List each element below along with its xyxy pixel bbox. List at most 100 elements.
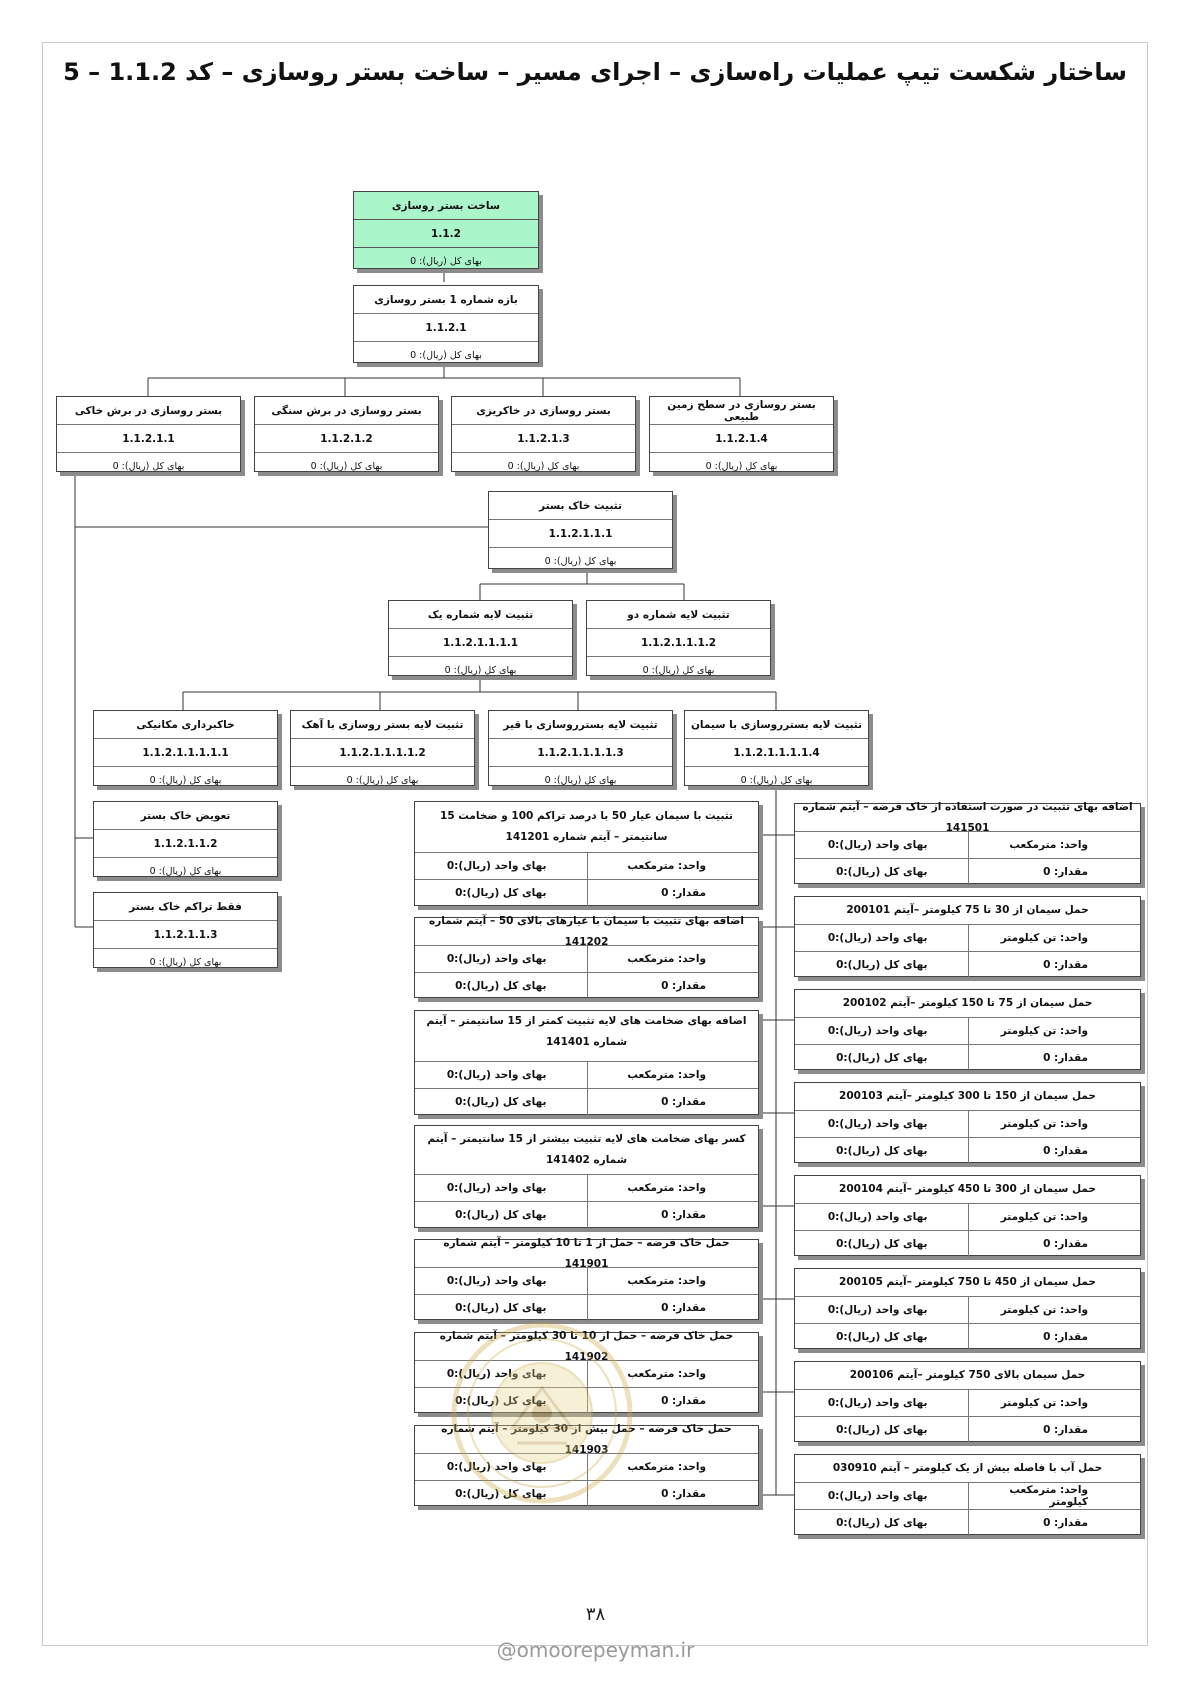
node-name: تثبیت لایه بسترروسازی با سیمان	[685, 711, 868, 739]
wbs-node-1.1.2.1.4: بستر روسازی در سطح زمین طبیعی 1.1.2.1.4 …	[649, 396, 834, 472]
cost-item: تثبیت با سیمان عیار 50 با درصد تراکم 100…	[414, 801, 759, 906]
node-name: ساخت بستر روسازی	[354, 192, 538, 220]
node-name: بستر روسازی در برش خاکی	[57, 397, 240, 425]
cost-item-total: بهای کل (ریال):0	[455, 1096, 547, 1108]
cost-item-title: حمل سیمان از 450 تا 750 کیلومتر –آیتم 20…	[795, 1269, 1140, 1297]
node-cost: بهای کل (ریال): 0	[112, 461, 185, 472]
node-code: 1.1.2.1.1.1.1.4	[685, 739, 868, 767]
cost-item-unit: واحد: مترمکعب	[967, 832, 1140, 859]
cost-item-unit: واحد: تن کیلومتر	[967, 1390, 1140, 1417]
watermark-seal-icon	[451, 1322, 633, 1504]
cost-item-qty: مقدار: 0	[586, 880, 759, 906]
cost-item-unit-price: بهای واحد (ریال):0	[795, 1018, 968, 1045]
cost-item-unit-price: بهای واحد (ریال):0	[415, 1175, 587, 1202]
node-code: 1.1.2.1.1.3	[94, 921, 277, 949]
cost-item-qty: مقدار: 0	[967, 1510, 1141, 1536]
cost-item-unit: واحد: مترمکعب	[586, 1062, 758, 1089]
wbs-node-1.1.2.1.1.3: فقط تراکم خاک بستر 1.1.2.1.1.3 بهای کل (…	[93, 892, 278, 968]
cost-item-title: اضافه بهای تثبیت در صورت استفاده از خاک …	[795, 801, 1140, 834]
node-cost: بهای کل (ریال): 0	[346, 775, 419, 786]
node-code: 1.1.2.1.2	[255, 425, 438, 453]
wbs-node-root: ساخت بستر روسازی 1.1.2 بهای کل (ریال): 0	[353, 191, 539, 269]
node-cost: بهای کل (ریال): 0	[544, 775, 617, 786]
node-name: فقط تراکم خاک بستر	[94, 893, 277, 921]
wbs-node-1.1.2.1.1: بستر روسازی در برش خاکی 1.1.2.1.1 بهای ک…	[56, 396, 241, 472]
wbs-node-1.1.2.1: بازه شماره 1 بستر روسازی 1.1.2.1 بهای کل…	[353, 285, 539, 363]
cost-item-unit-price: بهای واحد (ریال):0	[795, 1483, 968, 1510]
node-name: تثبیت لایه شماره دو	[587, 601, 770, 629]
wbs-node-1.1.2.1.1.1.1.1: خاکبرداری مکانیکی 1.1.2.1.1.1.1.1 بهای ک…	[93, 710, 278, 786]
cost-item-qty: مقدار: 0	[586, 1089, 759, 1115]
node-cost: بهای کل (ریال): 0	[444, 665, 517, 676]
cost-item-qty: مقدار: 0	[586, 1481, 759, 1507]
cost-item-qty: مقدار: 0	[967, 952, 1141, 978]
cost-item-qty: مقدار: 0	[967, 859, 1141, 885]
node-name: بازه شماره 1 بستر روسازی	[354, 286, 538, 314]
cost-item: حمل سیمان از 75 تا 150 کیلومتر –آیتم 200…	[794, 989, 1141, 1071]
cost-item: حمل خاک قرضه – حمل از 1 تا 10 کیلومتر – …	[414, 1237, 759, 1321]
cost-item-unit: واحد: مترمکعب	[586, 1454, 758, 1481]
node-cost: بهای کل (ریال): 0	[410, 350, 482, 361]
cost-item-total: بهای کل (ریال):0	[836, 959, 928, 971]
wbs-node-1.1.2.1.1.1.2: تثبیت لایه شماره دو 1.1.2.1.1.1.2 بهای ک…	[586, 600, 771, 676]
node-code: 1.1.2.1.1.1.1.2	[291, 739, 474, 767]
cost-item-unit: واحد: تن کیلومتر	[967, 925, 1140, 952]
cost-item-qty: مقدار: 0	[967, 1045, 1141, 1071]
cost-item-unit: واحد: مترمکعب	[586, 1175, 758, 1202]
cost-item-qty: مقدار: 0	[967, 1417, 1141, 1443]
cost-item-total: بهای کل (ریال):0	[836, 1145, 928, 1157]
node-name: تعویض خاک بستر	[94, 802, 277, 830]
cost-item-title: تثبیت با سیمان عیار 50 با درصد تراکم 100…	[415, 802, 758, 853]
cost-item: اضافه بهای تثبیت در صورت استفاده از خاک …	[794, 801, 1141, 885]
node-name: تثبیت لایه بستر روسازی با آهک	[291, 711, 474, 739]
cost-item-qty: مقدار: 0	[967, 1138, 1141, 1164]
cost-item-title: حمل سیمان از 30 تا 75 کیلومتر –آیتم 2001…	[795, 897, 1140, 925]
cost-item-title: اضافه بهای ضخامت های لایه تثبیت کمتر از …	[415, 1011, 758, 1062]
cost-item-title: حمل آب با فاصله بیش از یک کیلومتر – آیتم…	[795, 1455, 1140, 1483]
node-cost: بهای کل (ریال): 0	[149, 957, 222, 968]
wbs-node-1.1.2.1.2: بستر روسازی در برش سنگی 1.1.2.1.2 بهای ک…	[254, 396, 439, 472]
node-name: بستر روسازی در خاکریزی	[452, 397, 635, 425]
cost-item-unit-price: بهای واحد (ریال):0	[795, 1390, 968, 1417]
cost-item-qty: مقدار: 0	[586, 973, 759, 999]
cost-item-unit-price: بهای واحد (ریال):0	[415, 946, 587, 973]
cost-item-total: بهای کل (ریال):0	[836, 1424, 928, 1436]
wbs-node-1.1.2.1.1.1.1.3: تثبیت لایه بسترروسازی با قیر 1.1.2.1.1.1…	[488, 710, 673, 786]
cost-item: حمل خاک قرضه – حمل از 10 تا 30 کیلومتر –…	[414, 1330, 759, 1414]
cost-item-title: حمل خاک قرضه – حمل از 1 تا 10 کیلومتر – …	[415, 1237, 758, 1270]
node-cost: بهای کل (ریال): 0	[410, 256, 482, 267]
node-code: 1.1.2.1.4	[650, 425, 833, 453]
cost-item: حمل آب با فاصله بیش از یک کیلومتر – آیتم…	[794, 1454, 1141, 1536]
cost-item-total: بهای کل (ریال):0	[836, 1052, 928, 1064]
cost-item-unit: واحد: مترمکعب کیلومتر	[967, 1483, 1140, 1510]
cost-item-unit-price: بهای واحد (ریال):0	[795, 1111, 968, 1138]
cost-item-title: کسر بهای ضخامت های لایه تثبیت بیشتر از 1…	[415, 1126, 758, 1175]
node-cost: بهای کل (ریال): 0	[705, 461, 778, 472]
cost-item-unit: واحد: تن کیلومتر	[967, 1297, 1140, 1324]
cost-item: حمل سیمان بالای 750 کیلومتر –آیتم 200106…	[794, 1361, 1141, 1443]
page-number: ۳۸	[585, 1604, 606, 1625]
wbs-node-1.1.2.1.1.1: تثبیت خاک بستر 1.1.2.1.1.1 بهای کل (ریال…	[488, 491, 673, 569]
cost-item: حمل سیمان از 300 تا 450 کیلومتر –آیتم 20…	[794, 1175, 1141, 1257]
node-cost: بهای کل (ریال): 0	[642, 665, 715, 676]
cost-item-unit: واحد: تن کیلومتر	[967, 1018, 1140, 1045]
node-code: 1.1.2	[354, 220, 538, 248]
cost-item-unit: واحد: مترمکعب	[586, 1268, 758, 1295]
cost-item-unit: واحد: تن کیلومتر	[967, 1111, 1140, 1138]
cost-item-total: بهای کل (ریال):0	[836, 1517, 928, 1529]
wbs-node-1.1.2.1.3: بستر روسازی در خاکریزی 1.1.2.1.3 بهای کل…	[451, 396, 636, 472]
cost-item-title: حمل خاک قرضه – حمل از 10 تا 30 کیلومتر –…	[415, 1330, 758, 1363]
cost-item-title: حمل سیمان از 150 تا 300 کیلومتر –آیتم 20…	[795, 1083, 1140, 1111]
cost-item-unit-price: بهای واحد (ریال):0	[415, 1361, 587, 1388]
node-cost: بهای کل (ریال): 0	[544, 556, 617, 567]
page-frame	[42, 42, 1148, 1646]
wbs-node-1.1.2.1.1.2: تعویض خاک بستر 1.1.2.1.1.2 بهای کل (ریال…	[93, 801, 278, 877]
node-cost: بهای کل (ریال): 0	[149, 866, 222, 877]
cost-item-qty: مقدار: 0	[586, 1295, 759, 1321]
cost-item-title: حمل سیمان بالای 750 کیلومتر –آیتم 200106	[795, 1362, 1140, 1390]
node-name: بستر روسازی در سطح زمین طبیعی	[650, 397, 833, 425]
node-cost: بهای کل (ریال): 0	[310, 461, 383, 472]
cost-item-total: بهای کل (ریال):0	[836, 1238, 928, 1250]
node-code: 1.1.2.1.1.1.1.3	[489, 739, 672, 767]
